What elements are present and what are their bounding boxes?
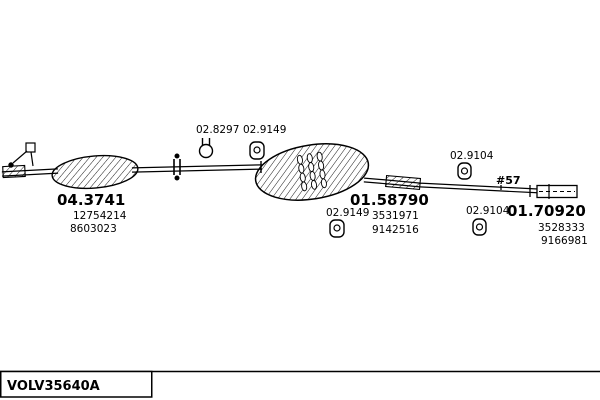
catalog-code-box [0,370,153,398]
part-code-hanger-top: 02.9149 [243,124,286,136]
part-code-muffler: 01.58790 [350,191,429,209]
catalytic-converter [51,154,139,190]
part-code-tailpipe: 01.70920 [507,202,586,220]
hanger-icon-right-lower [472,218,487,236]
part-number-catalytic-1: 12754214 [73,210,127,222]
part-code-hanger-right-upper: 02.9104 [450,150,494,162]
pipe-cat-to-muffler [131,164,263,173]
part-number-tailpipe-2: 9166981 [541,235,588,247]
muffler-slots [296,151,327,192]
flange-joint [173,153,181,181]
catalog-code: VOLV35640A [7,379,100,394]
hanger-icon-top [249,141,265,160]
front-flex-pipe [1,164,59,179]
part-code-clamp-top: 02.8297 [196,124,239,136]
part-number-muffler-1: 3531971 [372,210,419,222]
mount-bracket-front [8,142,36,168]
part-code-hanger-right-lower: 02.9104 [466,205,510,217]
clamp-icon [198,138,214,159]
footer-bar: VOLV35640A [0,370,600,398]
position-marker-57: #57 [496,174,521,187]
part-code-catalytic: 04.3741 [57,191,125,209]
pipe-sleeve [385,174,422,191]
part-code-hanger-mid: 02.9149 [326,207,369,219]
tailpipe-tip [529,184,578,199]
part-number-tailpipe-1: 3528333 [538,222,585,234]
part-number-catalytic-2: 8603023 [70,223,117,235]
part-number-muffler-2: 9142516 [372,224,419,236]
middle-muffler [254,143,370,201]
hanger-icon-mid [329,219,345,238]
hanger-icon-right-upper [457,162,472,180]
